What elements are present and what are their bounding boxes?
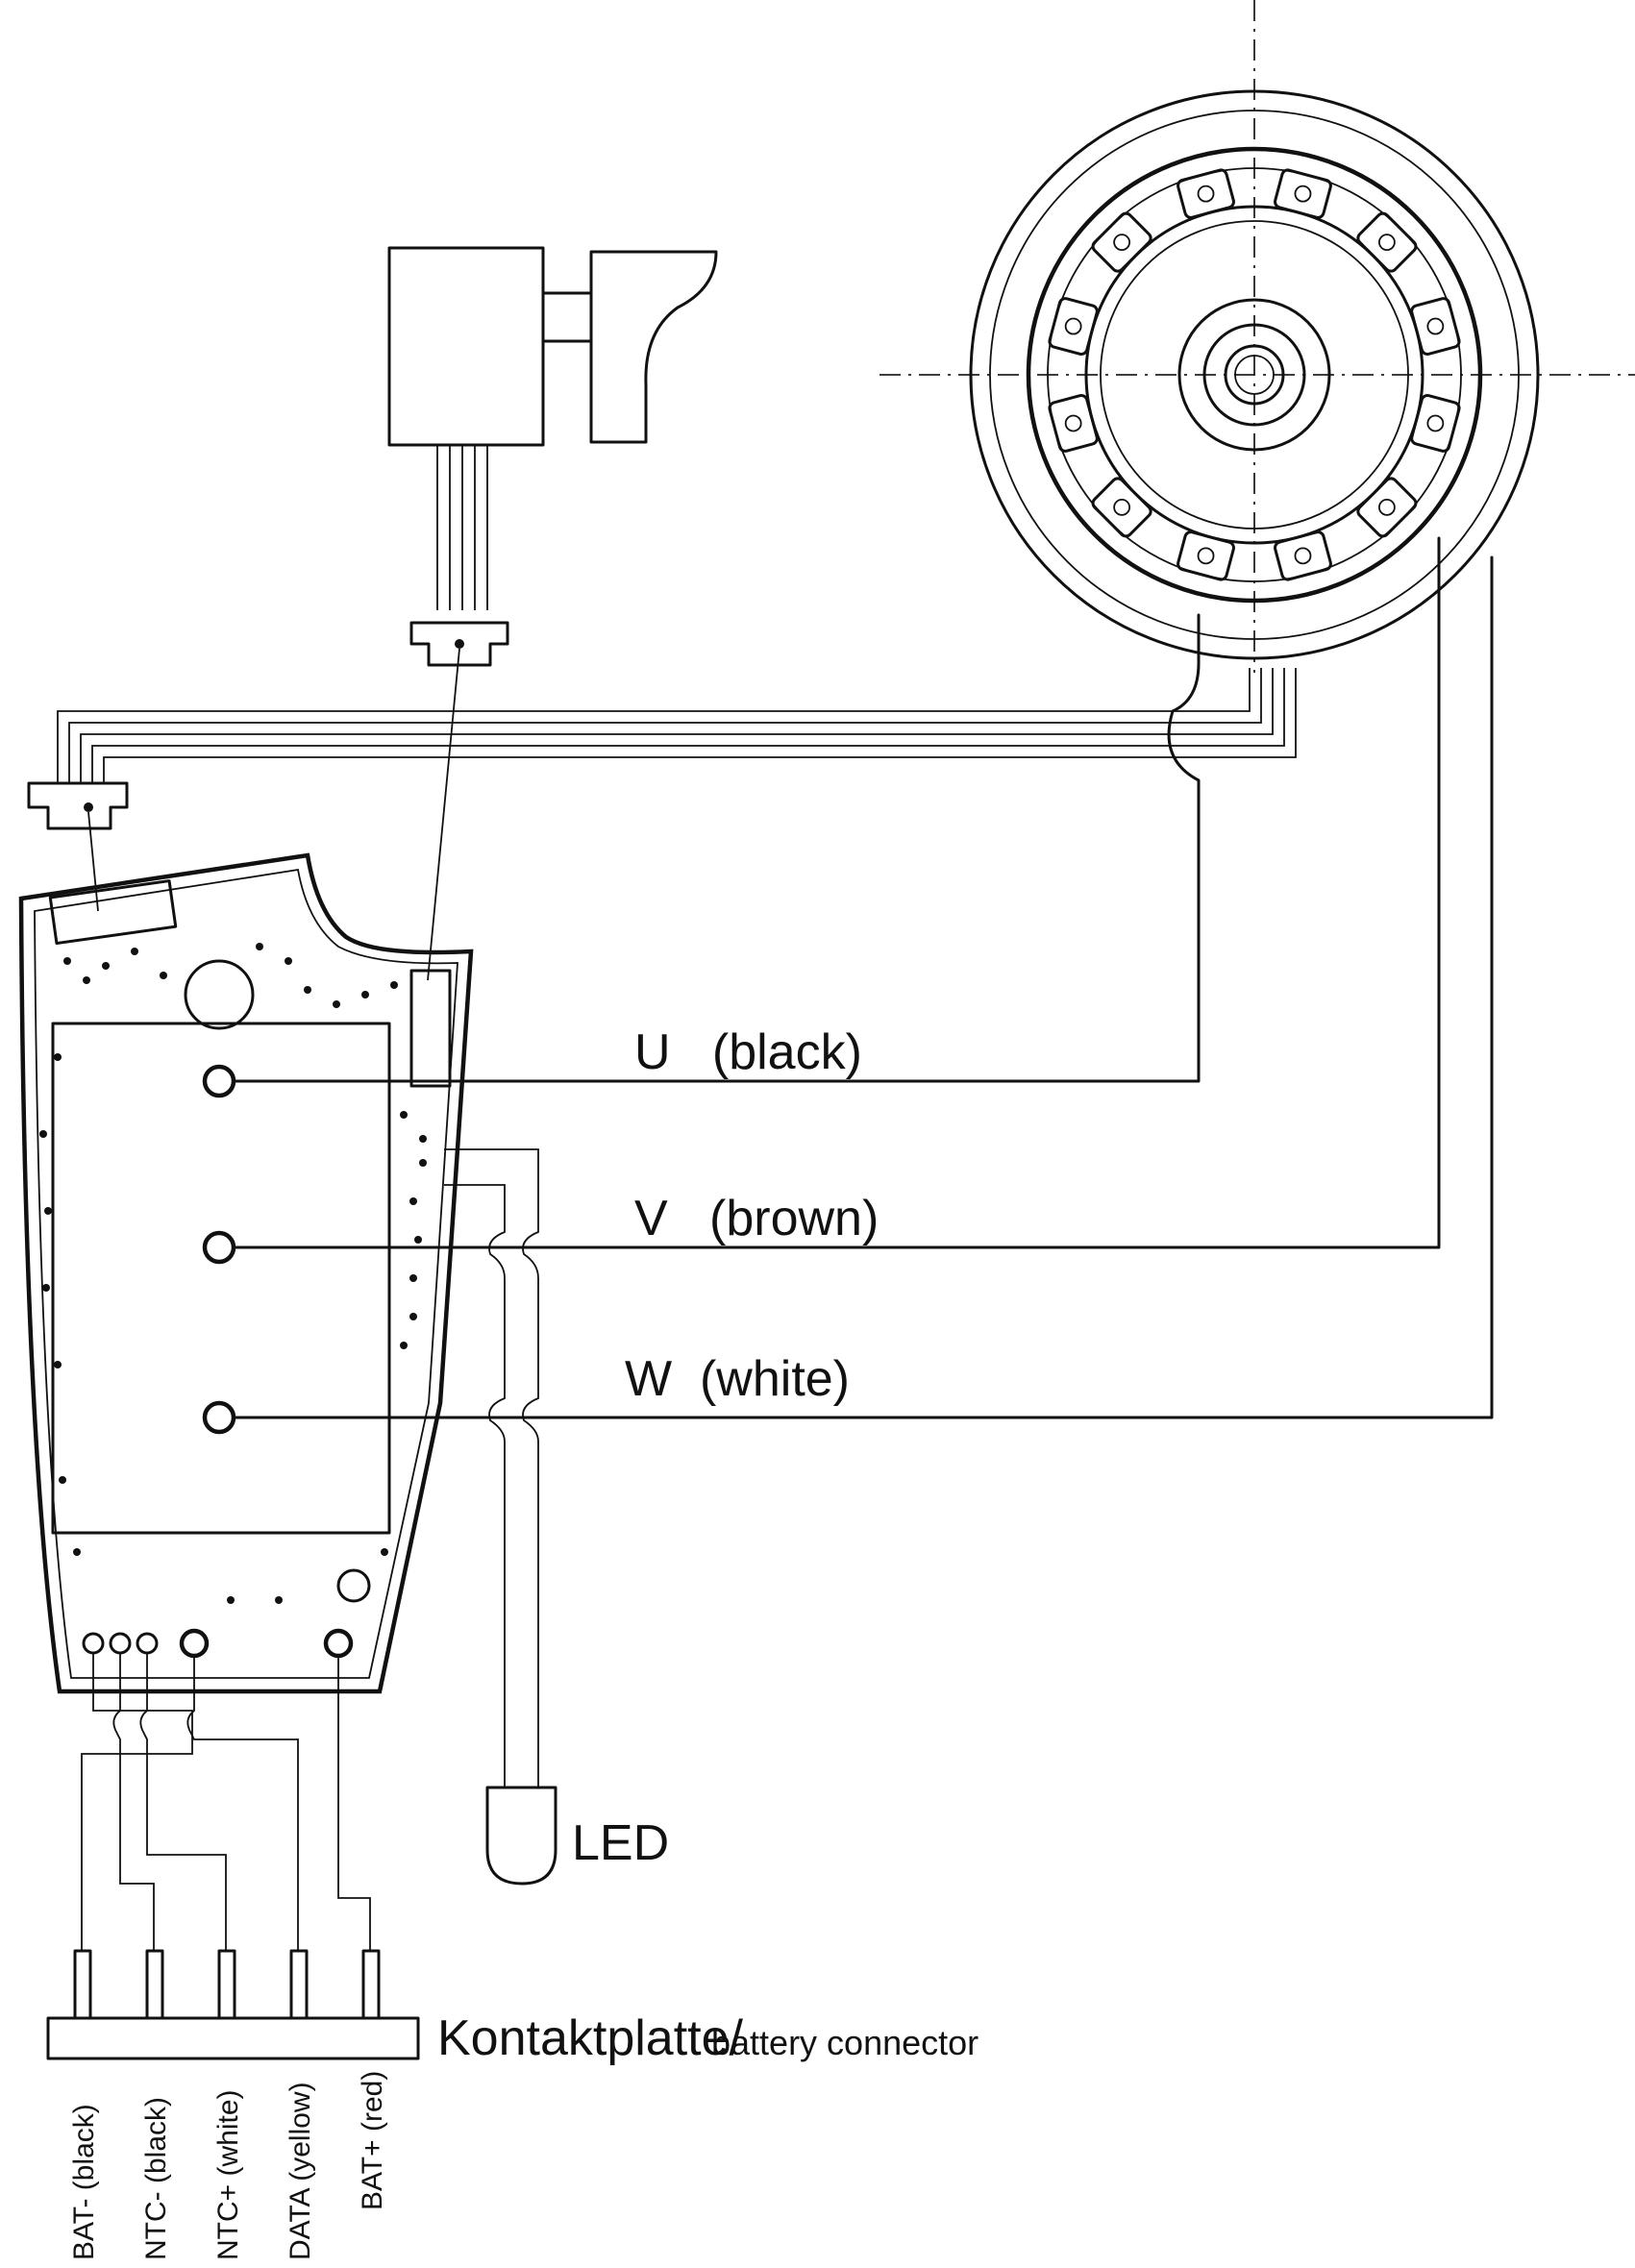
pcb-component (63, 957, 71, 965)
u-phase-label: U (black) (634, 1024, 862, 1080)
pcb-component (285, 957, 292, 965)
pcb-component (390, 981, 398, 989)
pcb-component (361, 991, 369, 998)
pcb-component (102, 962, 110, 970)
pcb-component (227, 1596, 235, 1604)
pcb-component (73, 1548, 81, 1556)
coil-screw (1113, 234, 1131, 252)
stator-coil (1410, 297, 1461, 356)
pcb-components (39, 943, 427, 1604)
pcb-component (414, 1236, 422, 1244)
coil-screw (1426, 414, 1445, 432)
stator-coil (1274, 530, 1332, 581)
pcb-component (275, 1596, 283, 1604)
stator-coil (1177, 168, 1235, 219)
led-label: LED (572, 1815, 669, 1871)
stator-coil (1048, 297, 1099, 356)
stator-coil (1048, 394, 1099, 453)
pin-label-ntc-plus: NTC+ (white) (212, 2089, 244, 2260)
battery-wires (81, 1653, 371, 1951)
pcb-component (400, 1342, 408, 1349)
pin-label-bat-minus: BAT- (black) (68, 2104, 100, 2260)
pin-label-bat-plus: BAT+ (red) (357, 2071, 388, 2210)
pcb-component (409, 1274, 417, 1282)
pcb-component (83, 976, 90, 984)
pcb-component (59, 1476, 66, 1484)
stator-coil (1410, 394, 1461, 453)
pcb-component (54, 1053, 62, 1061)
coil-screw (1197, 547, 1215, 565)
connector-label-sub: battery connector (711, 2023, 979, 2062)
controller-pcb (18, 852, 474, 1694)
pin-label-ntc-minus: NTC- (black) (140, 2097, 172, 2260)
coil-screw (1064, 414, 1082, 432)
stator-coil (1274, 168, 1332, 219)
pcb-component (160, 972, 167, 979)
sensor-wire-bundle (57, 668, 1297, 783)
led-wires (444, 1148, 557, 1886)
pin-label-data: DATA (yellow) (285, 2082, 316, 2260)
pcb-component (131, 948, 138, 955)
coil-screw (1064, 317, 1082, 335)
stator-coil (1356, 477, 1418, 538)
phase-wires (232, 536, 1494, 1419)
pcb-component (39, 1130, 47, 1138)
coil-screw (1113, 498, 1131, 516)
stator-coil (1177, 530, 1235, 581)
coil-screw (1294, 185, 1312, 203)
stator-coil (1091, 477, 1152, 538)
stator-coil (1091, 211, 1152, 273)
v-phase-label: V (brown) (634, 1191, 879, 1246)
motor-centerlines (879, 0, 1635, 673)
battery-connector (46, 1949, 420, 2060)
coil-screw (1377, 498, 1396, 516)
motor-stator (969, 89, 1540, 660)
pcb-component (54, 1361, 62, 1368)
coil-screw (1197, 185, 1215, 203)
coil-screw (1294, 547, 1312, 565)
w-phase-label: W (white) (625, 1351, 850, 1407)
connector-label-main: Kontaktplatte/ (437, 2010, 744, 2066)
coil-screw (1377, 234, 1396, 252)
pcb-component (333, 1000, 340, 1008)
pcb-component (400, 1111, 408, 1119)
pcb-component (256, 943, 263, 950)
pcb-component (44, 1207, 52, 1215)
sensor-connector (27, 648, 460, 981)
trigger-switch (387, 246, 718, 667)
pcb-component (409, 1313, 417, 1320)
pcb-component (381, 1548, 388, 1556)
pcb-component (419, 1159, 427, 1167)
coil-screw (1426, 317, 1445, 335)
motor-coils (1048, 168, 1461, 581)
pcb-component (304, 986, 311, 994)
pcb-component (419, 1135, 427, 1143)
pcb-component (42, 1284, 50, 1292)
pcb-component (409, 1197, 417, 1205)
stator-coil (1356, 211, 1418, 273)
